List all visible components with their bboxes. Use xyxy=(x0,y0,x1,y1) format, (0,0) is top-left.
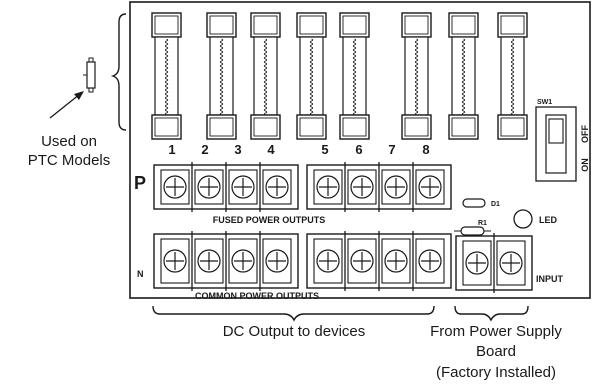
led-indicator xyxy=(513,209,533,229)
fuse-top-cap xyxy=(497,12,528,38)
fuse-element xyxy=(164,38,169,116)
dc-output-callout: DC Output to devices xyxy=(223,323,366,340)
fuse-1 xyxy=(151,12,182,140)
fuse-bottom-cap xyxy=(250,114,281,140)
terminal-blocks xyxy=(153,162,533,293)
fused-outputs-label: FUSED POWER OUTPUTS xyxy=(213,215,326,225)
fuse-bottom-cap xyxy=(206,114,237,140)
fuse-3 xyxy=(250,12,281,140)
fuse-number-7: 7 xyxy=(388,142,395,157)
fuse-number-4: 4 xyxy=(267,142,275,157)
input-label: INPUT xyxy=(536,274,564,284)
fuse-number-6: 6 xyxy=(355,142,362,157)
led-label: LED xyxy=(539,215,558,225)
fuse-number-5: 5 xyxy=(321,142,328,157)
ptc-fuse-icon xyxy=(83,57,96,93)
fuse-top-cap xyxy=(151,12,182,38)
common-output-terminals-left xyxy=(153,231,299,291)
ptc-callout-line2: PTC Models xyxy=(28,152,111,169)
d1-label: D1 xyxy=(491,201,500,208)
fuse-top-cap xyxy=(448,12,479,38)
sw1-on-label: ON xyxy=(580,158,590,172)
fuse-row xyxy=(151,12,528,140)
ptc-callout-line1: Used on xyxy=(41,133,97,150)
fuse-number-1: 1 xyxy=(168,142,175,157)
fuse-bottom-cap xyxy=(497,114,528,140)
fuse-top-cap xyxy=(206,12,237,38)
diode-d1 xyxy=(462,198,486,208)
fuse-top-cap xyxy=(339,12,370,38)
fused-output-terminals-5-8 xyxy=(306,162,452,212)
fuse-7 xyxy=(448,12,479,140)
fuse-top-cap xyxy=(401,12,432,38)
common-outputs-label: COMMON POWER OUTPUTS xyxy=(195,291,319,301)
fuse-number-2: 2 xyxy=(201,142,208,157)
common-output-terminals-right xyxy=(306,231,452,291)
fuse-top-cap xyxy=(296,12,327,38)
fuse-top-cap xyxy=(250,12,281,38)
fuse-bottom-cap xyxy=(339,114,370,140)
ptc-arrow-head xyxy=(74,91,84,100)
board-outline xyxy=(129,1,591,299)
fuse-element xyxy=(219,38,224,116)
r1-label: R1 xyxy=(478,220,487,227)
from-psu-line3: (Factory Installed) xyxy=(436,364,556,381)
input-terminal-block xyxy=(455,233,533,293)
sw1-label: SW1 xyxy=(537,99,552,106)
fuse-2 xyxy=(206,12,237,140)
row-n-label: N xyxy=(137,269,144,279)
fuse-5 xyxy=(339,12,370,140)
fuse-bottom-cap xyxy=(401,114,432,140)
resistor-r1 xyxy=(460,226,485,236)
fuse-element xyxy=(461,38,466,116)
sw1-actuator xyxy=(548,118,564,144)
fused-output-terminals-1-4 xyxy=(153,162,299,212)
row-p-label: P xyxy=(134,173,146,193)
sw1-off-label: OFF xyxy=(580,125,590,143)
fuse-element xyxy=(263,38,268,116)
sw1-slot xyxy=(545,114,567,174)
from-psu-line2: Board xyxy=(476,343,516,360)
fuse-bottom-cap xyxy=(296,114,327,140)
fuse-element xyxy=(352,38,357,116)
from-psu-line1: From Power Supply xyxy=(430,323,562,340)
fuse-element xyxy=(510,38,515,116)
ptc-arrow-line xyxy=(49,93,81,119)
fuse-bottom-cap xyxy=(448,114,479,140)
fuse-element xyxy=(309,38,314,116)
fuse-6 xyxy=(401,12,432,140)
fuse-4 xyxy=(296,12,327,140)
power-input-brace xyxy=(454,305,529,322)
fuse-bottom-cap xyxy=(151,114,182,140)
sw1-body xyxy=(535,106,577,182)
fuse-area-brace xyxy=(110,13,127,131)
fuse-element xyxy=(414,38,419,116)
fuse-number-3: 3 xyxy=(234,142,241,157)
fuse-number-8: 8 xyxy=(422,142,429,157)
fuse-8 xyxy=(497,12,528,140)
dc-output-brace xyxy=(152,305,435,322)
